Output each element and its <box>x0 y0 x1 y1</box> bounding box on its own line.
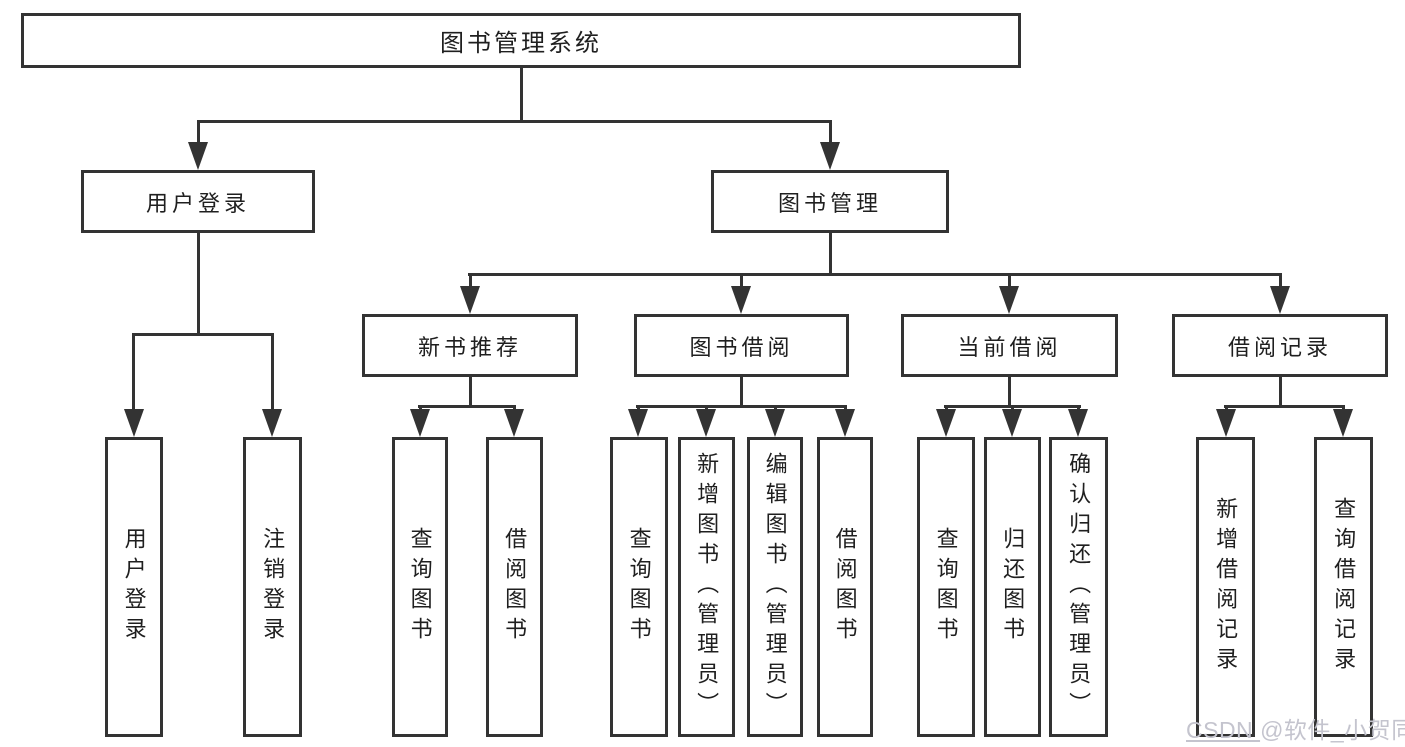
leaf-add-books-admin-label: 新增图书（管理员） <box>694 452 720 722</box>
leaf-edit-books-admin: 编辑图书（管理员） <box>747 437 803 737</box>
leaf-user-login: 用户登录 <box>105 437 163 737</box>
leaf-query-books-current: 查询图书 <box>917 437 975 737</box>
leaf-query-borrow-record-label: 查询借阅记录 <box>1331 497 1357 677</box>
leaf-edit-books-admin-label: 编辑图书（管理员） <box>762 452 788 722</box>
connector-vline <box>705 405 708 412</box>
connector-vline <box>1225 405 1228 412</box>
connector-vline <box>1279 377 1282 408</box>
node-current-borrow-label: 当前借阅 <box>957 334 1062 360</box>
connector-vline <box>513 405 516 412</box>
node-book-management-label: 图书管理 <box>777 190 882 216</box>
arrowhead-down-icon <box>936 409 956 437</box>
leaf-query-borrow-record: 查询借阅记录 <box>1314 437 1373 737</box>
leaf-confirm-return-admin-label: 确认归还（管理员） <box>1066 452 1092 722</box>
node-user-login-label: 用户登录 <box>145 190 250 216</box>
arrowhead-down-icon <box>504 409 524 437</box>
leaf-logout-label: 注销登录 <box>260 527 286 647</box>
connector-hline <box>197 120 832 123</box>
arrowhead-down-icon <box>731 286 751 314</box>
node-borrow-records-label: 借阅记录 <box>1227 334 1332 360</box>
leaf-borrow-books-recommend: 借阅图书 <box>486 437 543 737</box>
leaf-user-login-label: 用户登录 <box>121 527 147 647</box>
leaf-query-books-current-label: 查询图书 <box>933 527 959 647</box>
node-borrow-records: 借阅记录 <box>1172 314 1388 377</box>
arrowhead-down-icon <box>1002 409 1022 437</box>
arrowhead-down-icon <box>999 286 1019 314</box>
arrowhead-down-icon <box>1333 409 1353 437</box>
leaf-borrow-books: 借阅图书 <box>817 437 873 737</box>
connector-vline <box>829 233 832 276</box>
connector-vline <box>197 233 200 336</box>
csdn-watermark: CSDN @软件_小贺同学 <box>1186 711 1405 745</box>
arrowhead-down-icon <box>1216 409 1236 437</box>
connector-vline <box>945 405 948 412</box>
arrowhead-down-icon <box>262 409 282 437</box>
leaf-query-books-recommend: 查询图书 <box>392 437 448 737</box>
leaf-return-books-label: 归还图书 <box>1000 527 1026 647</box>
leaf-add-borrow-record: 新增借阅记录 <box>1196 437 1255 737</box>
connector-vline <box>469 273 472 289</box>
node-root-label: 图书管理系统 <box>440 30 602 57</box>
connector-vline <box>1342 405 1345 412</box>
node-new-book-recommend: 新书推荐 <box>362 314 578 377</box>
connector-vline <box>271 333 274 411</box>
connector-vline <box>469 377 472 408</box>
connector-vline <box>637 405 640 412</box>
arrowhead-down-icon <box>696 409 716 437</box>
leaf-borrow-books-label: 借阅图书 <box>832 527 858 647</box>
arrowhead-down-icon <box>1068 409 1088 437</box>
leaf-query-books-borrow-label: 查询图书 <box>626 527 652 647</box>
node-book-borrow: 图书借阅 <box>634 314 849 377</box>
node-user-login: 用户登录 <box>81 170 315 233</box>
leaf-add-books-admin: 新增图书（管理员） <box>678 437 735 737</box>
connector-hline <box>1224 405 1345 408</box>
csdn-watermark-handle: @软件_小贺同学 <box>1260 717 1405 743</box>
arrowhead-down-icon <box>765 409 785 437</box>
csdn-watermark-prefix: CSDN <box>1186 717 1261 743</box>
leaf-query-books-recommend-label: 查询图书 <box>407 527 433 647</box>
arrowhead-down-icon <box>835 409 855 437</box>
connector-vline <box>1077 405 1080 412</box>
connector-vline <box>829 120 832 146</box>
arrowhead-down-icon <box>188 142 208 170</box>
leaf-logout: 注销登录 <box>243 437 302 737</box>
node-root: 图书管理系统 <box>21 13 1021 68</box>
leaf-return-books: 归还图书 <box>984 437 1041 737</box>
leaf-confirm-return-admin: 确认归还（管理员） <box>1049 437 1108 737</box>
leaf-query-books-borrow: 查询图书 <box>610 437 668 737</box>
arrowhead-down-icon <box>628 409 648 437</box>
connector-vline <box>1279 273 1282 289</box>
leaf-borrow-books-recommend-label: 借阅图书 <box>502 527 528 647</box>
connector-vline <box>740 377 743 408</box>
connector-vline <box>1008 377 1011 408</box>
arrowhead-down-icon <box>820 142 840 170</box>
arrowhead-down-icon <box>124 409 144 437</box>
connector-vline <box>774 405 777 412</box>
connector-hline <box>636 405 847 408</box>
connector-vline <box>132 333 135 411</box>
connector-vline <box>844 405 847 412</box>
connector-hline <box>468 273 1282 276</box>
connector-vline <box>419 405 422 412</box>
node-book-borrow-label: 图书借阅 <box>689 334 794 360</box>
node-current-borrow: 当前借阅 <box>901 314 1118 377</box>
connector-hline <box>132 333 274 336</box>
connector-vline <box>520 68 523 123</box>
connector-hline <box>418 405 516 408</box>
connector-vline <box>1011 405 1014 412</box>
connector-vline <box>197 120 200 146</box>
node-book-management: 图书管理 <box>711 170 949 233</box>
connector-vline <box>740 273 743 289</box>
arrowhead-down-icon <box>1270 286 1290 314</box>
arrowhead-down-icon <box>460 286 480 314</box>
leaf-add-borrow-record-label: 新增借阅记录 <box>1213 497 1239 677</box>
node-new-book-recommend-label: 新书推荐 <box>417 334 522 360</box>
connector-vline <box>1008 273 1011 289</box>
arrowhead-down-icon <box>410 409 430 437</box>
